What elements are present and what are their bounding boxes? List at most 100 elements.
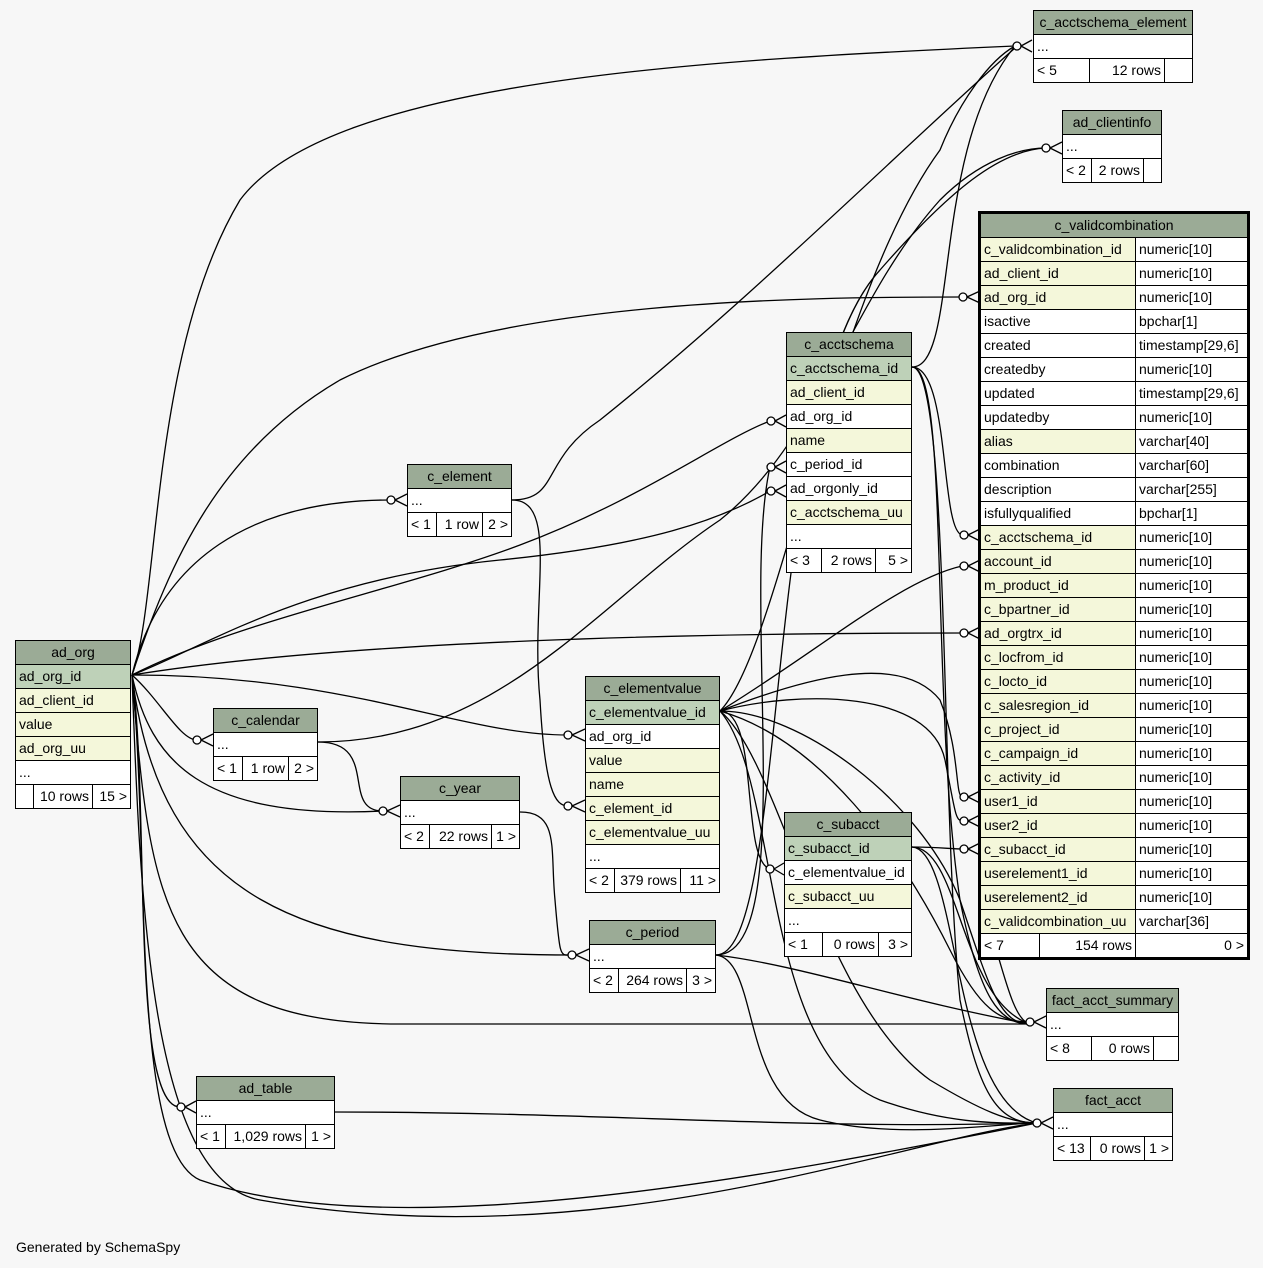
column-name: user2_id xyxy=(984,817,1038,833)
column-type: numeric[10] xyxy=(1135,286,1247,309)
column-name: userelement1_id xyxy=(984,865,1088,881)
parents-count[interactable]: < 5 xyxy=(1037,62,1057,78)
children-count[interactable]: 2 > xyxy=(482,513,511,536)
column-type: varchar[40] xyxy=(1135,430,1247,453)
table-row: ... xyxy=(1063,135,1161,159)
row-count: 10 rows xyxy=(33,785,92,808)
column-name: c_validcombination_id xyxy=(984,241,1122,257)
children-count[interactable] xyxy=(1164,59,1192,82)
row-count: 264 rows xyxy=(618,969,686,992)
table-row: c_acctschema_id xyxy=(787,357,911,381)
parents-count[interactable]: < 1 xyxy=(411,516,431,532)
children-count[interactable]: 15 > xyxy=(92,785,130,808)
column-name: ad_org_id xyxy=(790,408,853,424)
parents-count[interactable]: < 1 xyxy=(788,936,808,952)
column-name: ... xyxy=(1050,1016,1062,1032)
row-count: 2 rows xyxy=(821,549,875,572)
column-type: numeric[10] xyxy=(1135,550,1247,573)
column-name: ... xyxy=(19,764,31,780)
parents-count[interactable]: < 2 xyxy=(589,872,609,888)
column-name: ... xyxy=(790,528,802,544)
table-header: c_year xyxy=(401,777,519,801)
column-name: c_elementvalue_id xyxy=(589,704,706,720)
parents-count[interactable]: < 13 xyxy=(1057,1140,1085,1156)
column-name: ad_org_id xyxy=(984,289,1047,305)
children-count[interactable] xyxy=(1153,1037,1178,1060)
table-row: ... xyxy=(785,909,911,933)
parents-count[interactable]: < 2 xyxy=(1066,162,1086,178)
parents-count[interactable]: < 7 xyxy=(984,937,1004,953)
children-count[interactable]: 11 > xyxy=(680,869,719,892)
column-name: user1_id xyxy=(984,793,1038,809)
parents-count[interactable]: < 3 xyxy=(790,552,810,568)
table-header: c_calendar xyxy=(214,709,317,733)
column-name: c_acctschema_id xyxy=(984,529,1093,545)
children-count[interactable]: 1 > xyxy=(1144,1137,1172,1160)
column-name: created xyxy=(984,337,1031,353)
parents-count[interactable]: < 1 xyxy=(200,1128,220,1144)
parents-count[interactable]: < 1 xyxy=(217,760,237,776)
parents-count[interactable] xyxy=(16,785,33,808)
column-type: numeric[10] xyxy=(1135,622,1247,645)
children-count[interactable]: 0 > xyxy=(1135,934,1247,957)
table-header: c_acctschema_element xyxy=(1034,11,1192,35)
column-name: ad_org_id xyxy=(19,668,82,684)
table-header: c_period xyxy=(590,921,715,945)
children-count[interactable]: 2 > xyxy=(288,757,317,780)
table-row: ... xyxy=(1054,1113,1172,1137)
column-name: name xyxy=(589,776,625,792)
column-name: ... xyxy=(217,736,229,752)
table-row: ... xyxy=(401,801,519,825)
children-count[interactable]: 3 > xyxy=(686,969,715,992)
table-row: value xyxy=(586,749,719,773)
children-count[interactable] xyxy=(1143,159,1161,182)
parents-count[interactable]: < 2 xyxy=(593,972,613,988)
column-name: ... xyxy=(200,1104,212,1120)
children-count[interactable]: 5 > xyxy=(875,549,911,572)
column-name: isfullyqualified xyxy=(984,505,1072,521)
column-name: combination xyxy=(984,457,1060,473)
column-name: createdby xyxy=(984,361,1046,377)
children-count[interactable]: 1 > xyxy=(491,825,519,848)
children-count[interactable]: 3 > xyxy=(878,933,911,956)
row-count: 1 row xyxy=(242,757,288,780)
parents-count[interactable]: < 8 xyxy=(1050,1040,1070,1056)
children-count[interactable]: 1 > xyxy=(305,1125,334,1148)
parents-count[interactable]: < 2 xyxy=(404,828,424,844)
column-name: c_campaign_id xyxy=(984,745,1079,761)
column-name: c_acctschema_id xyxy=(790,360,899,376)
column-name: ... xyxy=(1037,38,1049,54)
table-row: name xyxy=(787,429,911,453)
column-name: ... xyxy=(411,492,423,508)
table-row: ... xyxy=(197,1101,334,1125)
column-name: c_locfrom_id xyxy=(984,649,1064,665)
column-type: numeric[10] xyxy=(1135,862,1247,885)
table-header: ad_table xyxy=(197,1077,334,1101)
table-header: ad_clientinfo xyxy=(1063,111,1161,135)
column-type: numeric[10] xyxy=(1135,406,1247,429)
column-name: updated xyxy=(984,385,1035,401)
